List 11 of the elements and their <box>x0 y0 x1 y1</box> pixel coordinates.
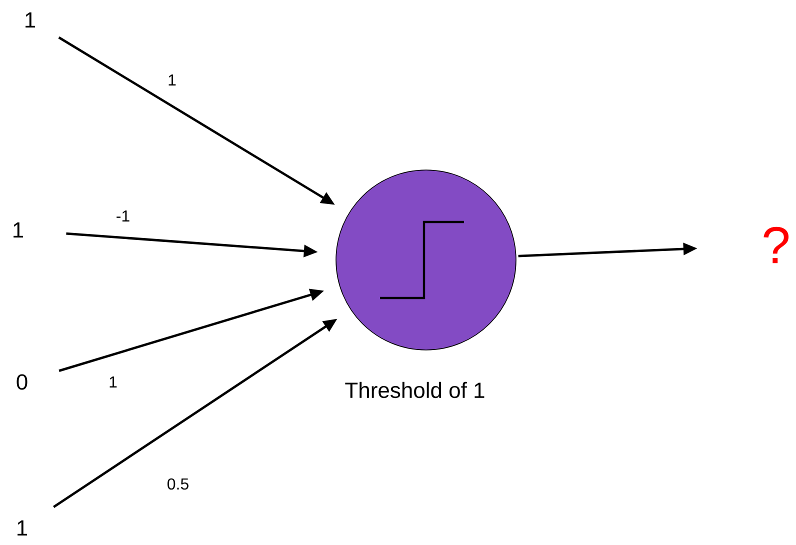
neuron-circle <box>336 170 516 350</box>
weight-label: 0.5 <box>168 478 188 490</box>
weight-label: 1 <box>110 376 117 388</box>
input-value: 1 <box>14 222 24 238</box>
input-value: 0 <box>16 374 28 390</box>
output-label: ? <box>764 226 789 264</box>
input-value: 1 <box>18 520 28 536</box>
input-value: 1 <box>26 12 36 28</box>
node-label: Threshold of 1 <box>345 382 484 398</box>
weight-label: 1 <box>168 74 176 86</box>
weight-label: -1 <box>116 210 130 222</box>
